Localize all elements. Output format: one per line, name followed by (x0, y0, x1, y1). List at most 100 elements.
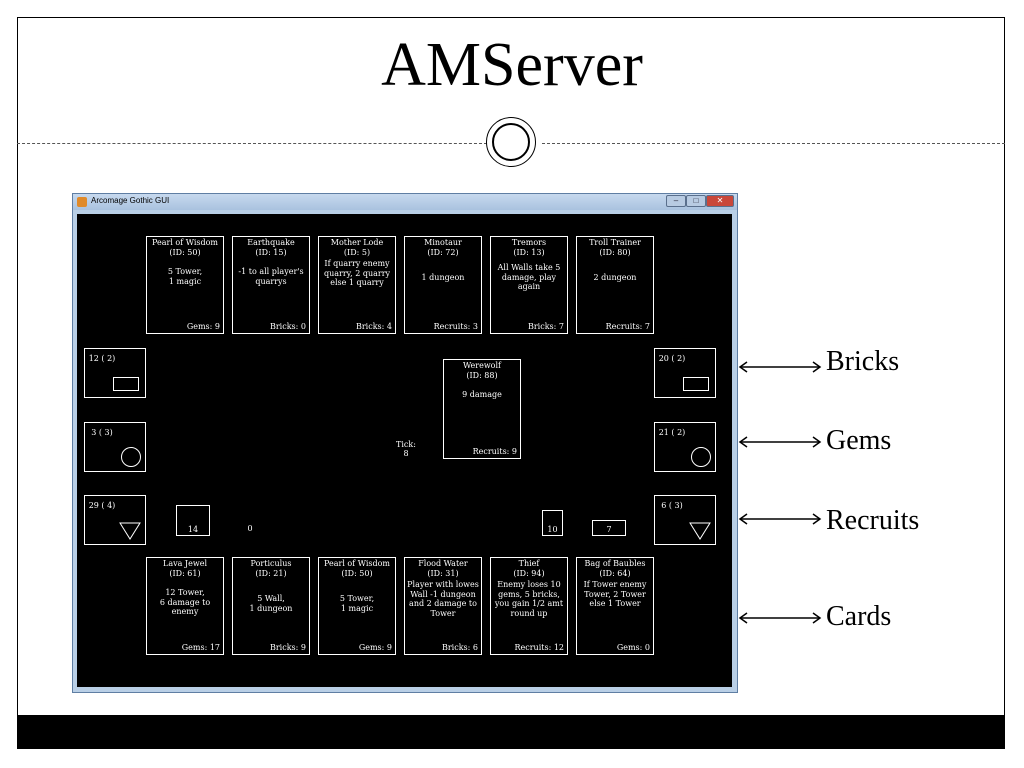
right-tower: 10 (542, 510, 563, 536)
right-wall-value: 7 (606, 525, 612, 534)
card-cost: Recruits: 7 (605, 321, 650, 331)
left-tower-value: 14 (187, 525, 199, 534)
card-cost: Bricks: 9 (269, 642, 306, 652)
card-description: 2 dungeon (593, 273, 637, 282)
window-title: Arcomage Gothic GUI (91, 196, 170, 205)
left-gems-box: 3 ( 3) (84, 422, 146, 472)
hand-card-6[interactable]: Bag of Baubles (ID: 64) If Tower enemy T… (576, 557, 654, 655)
hand-card-1[interactable]: Lava Jewel (ID: 61) 12 Tower, 6 damage t… (146, 557, 224, 655)
close-button[interactable]: ✕ (706, 195, 734, 207)
card-cost: Bricks: 0 (269, 321, 306, 331)
gem-icon (691, 447, 711, 467)
card-cost: Recruits: 12 (514, 642, 564, 652)
card-description: 12 Tower, 6 damage to enemy (159, 588, 211, 616)
cards-arrow-icon (738, 612, 822, 624)
card-id: (ID: 80) (599, 247, 631, 257)
card-name: Lava Jewel (163, 559, 207, 568)
card-cost: Gems: 9 (358, 642, 392, 652)
right-tower-value: 10 (547, 525, 558, 534)
card-id: (ID: 50) (169, 247, 201, 257)
card-description: 5 Tower, 1 magic (339, 594, 375, 613)
card-description: 5 Wall, 1 dungeon (249, 594, 293, 613)
game-window: Arcomage Gothic GUI – □ ✕ Pearl of Wisdo… (72, 193, 738, 693)
game-board: Pearl of Wisdom (ID: 50) 5 Tower, 1 magi… (77, 214, 732, 687)
top-card-4[interactable]: Minotaur (ID: 72) 1 dungeon Recruits: 3 (404, 236, 482, 334)
card-id: (ID: 31) (427, 568, 459, 578)
card-description: -1 to all player's quarrys (238, 267, 304, 286)
right-gems-value: 21 ( 2) (658, 428, 686, 437)
bricks-annotation: Bricks (826, 346, 900, 377)
card-description: If Tower enemy Tower, 2 Tower else 1 Tow… (583, 580, 647, 608)
slide-title: AMServer (381, 31, 643, 99)
brick-icon (113, 377, 139, 391)
card-cost: Bricks: 6 (441, 642, 478, 652)
recruit-icon (689, 522, 711, 540)
played-card: Werewolf (ID: 88) 9 damage Recruits: 9 (443, 359, 521, 459)
card-name: Pearl of Wisdom (151, 238, 219, 247)
right-gems-box: 21 ( 2) (654, 422, 716, 472)
card-cost: Gems: 9 (186, 321, 220, 331)
card-id: (ID: 64) (599, 568, 631, 578)
card-name: Thief (518, 559, 540, 568)
card-name: Minotaur (424, 238, 462, 247)
title-divider-right (542, 143, 1005, 144)
top-card-2[interactable]: Earthquake (ID: 15) -1 to all player's q… (232, 236, 310, 334)
tick-label: Tick: (396, 440, 416, 449)
window-titlebar[interactable]: Arcomage Gothic GUI – □ ✕ (73, 194, 737, 210)
brick-icon (683, 377, 709, 391)
left-wall-value: 0 (247, 524, 253, 533)
card-cost: Gems: 0 (616, 642, 650, 652)
top-card-6[interactable]: Troll Trainer (ID: 80) 2 dungeon Recruit… (576, 236, 654, 334)
card-description: All Walls take 5 damage, play again (497, 263, 561, 291)
hand-card-5[interactable]: Thief (ID: 94) Enemy loses 10 gems, 5 br… (490, 557, 568, 655)
card-name: Flood Water (418, 559, 468, 568)
top-card-1[interactable]: Pearl of Wisdom (ID: 50) 5 Tower, 1 magi… (146, 236, 224, 334)
title-divider-left (17, 143, 487, 144)
card-name: Mother Lode (330, 238, 384, 247)
gems-arrow-icon (738, 436, 822, 448)
hand-card-2[interactable]: Porticulus (ID: 21) 5 Wall, 1 dungeon Br… (232, 557, 310, 655)
card-description: 1 dungeon (421, 273, 465, 282)
card-description: 5 Tower, 1 magic (167, 267, 203, 286)
card-description: 9 damage (462, 390, 502, 399)
card-name: Pearl of Wisdom (323, 559, 391, 568)
hand-card-3[interactable]: Pearl of Wisdom (ID: 50) 5 Tower, 1 magi… (318, 557, 396, 655)
card-name: Tremors (511, 238, 547, 247)
card-id: (ID: 5) (343, 247, 371, 257)
card-description: Enemy loses 10 gems, 5 bricks, you gain … (494, 580, 564, 618)
card-name: Werewolf (462, 361, 502, 370)
left-recruits-value: 29 ( 4) (88, 501, 116, 510)
card-name: Porticulus (250, 559, 292, 568)
card-id: (ID: 94) (513, 568, 545, 578)
card-description: Player with lowes Wall -1 dungeon and 2 … (407, 580, 479, 618)
card-cost: Bricks: 7 (527, 321, 564, 331)
gems-annotation: Gems (826, 425, 892, 456)
card-id: (ID: 61) (169, 568, 201, 578)
card-cost: Bricks: 4 (355, 321, 392, 331)
left-gems-value: 3 ( 3) (91, 428, 113, 437)
recruit-icon (119, 522, 141, 540)
left-tower: 14 (176, 505, 210, 536)
left-bricks-value: 12 ( 2) (88, 354, 116, 363)
maximize-button[interactable]: □ (686, 195, 706, 207)
cards-annotation: Cards (826, 601, 892, 632)
card-id: (ID: 72) (427, 247, 459, 257)
tick-value: 8 (403, 449, 409, 458)
right-wall: 7 (592, 520, 626, 536)
card-id: (ID: 88) (466, 370, 498, 380)
card-cost: Gems: 17 (181, 642, 220, 652)
gem-icon (121, 447, 141, 467)
card-id: (ID: 15) (255, 247, 287, 257)
top-card-5[interactable]: Tremors (ID: 13) All Walls take 5 damage… (490, 236, 568, 334)
app-icon (77, 197, 87, 207)
left-recruits-box: 29 ( 4) (84, 495, 146, 545)
top-card-3[interactable]: Mother Lode (ID: 5) If quarry enemy quar… (318, 236, 396, 334)
minimize-button[interactable]: – (666, 195, 686, 207)
left-bricks-box: 12 ( 2) (84, 348, 146, 398)
footer-bar (17, 715, 1005, 749)
right-recruits-value: 6 ( 3) (661, 501, 683, 510)
circle-ornament-icon (486, 117, 536, 167)
card-id: (ID: 21) (255, 568, 287, 578)
recruits-annotation: Recruits (826, 505, 920, 536)
hand-card-4[interactable]: Flood Water (ID: 31) Player with lowes W… (404, 557, 482, 655)
